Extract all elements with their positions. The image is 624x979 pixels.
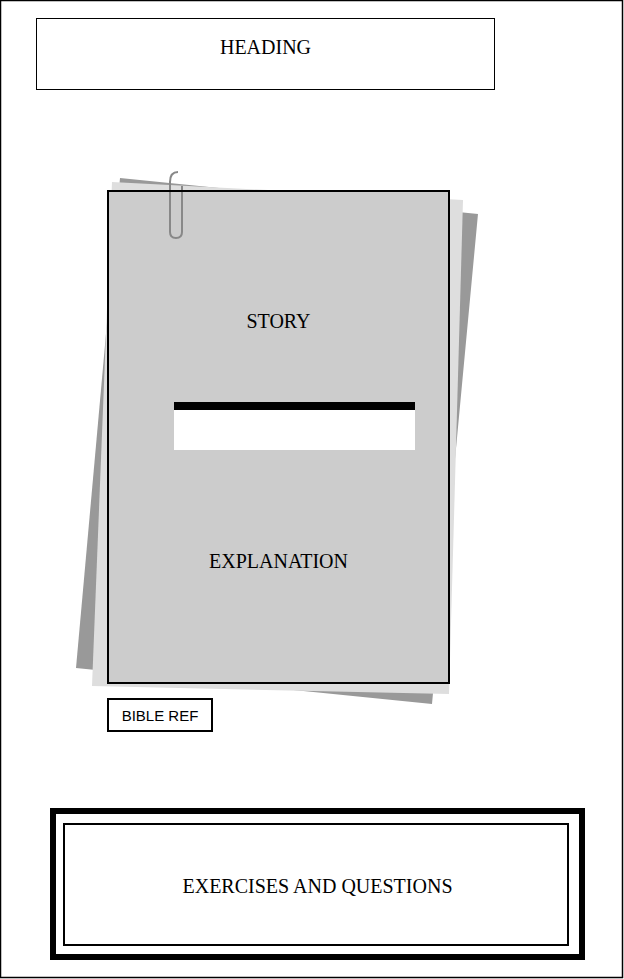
divider-bar — [174, 402, 415, 410]
node-text: EXPLANATION — [109, 550, 448, 573]
node-text: BIBLE REF — [109, 707, 211, 724]
reference-box: BIBLE REF — [107, 698, 213, 732]
front-sheet — [107, 190, 450, 684]
node-text: HEADING — [37, 36, 494, 59]
divider-blank — [174, 410, 415, 450]
back-sheet — [76, 178, 478, 704]
exercise-box: EXERCISES AND QUESTIONS — [50, 808, 585, 960]
heading-box: HEADING — [36, 18, 495, 90]
lesson-sheet: STORY EXPLANATION — [107, 190, 450, 684]
node-text: EXERCISES AND QUESTIONS — [56, 875, 579, 898]
paper-clip — [170, 172, 182, 238]
node-text: STORY — [109, 310, 448, 333]
middle-sheet — [92, 182, 463, 694]
